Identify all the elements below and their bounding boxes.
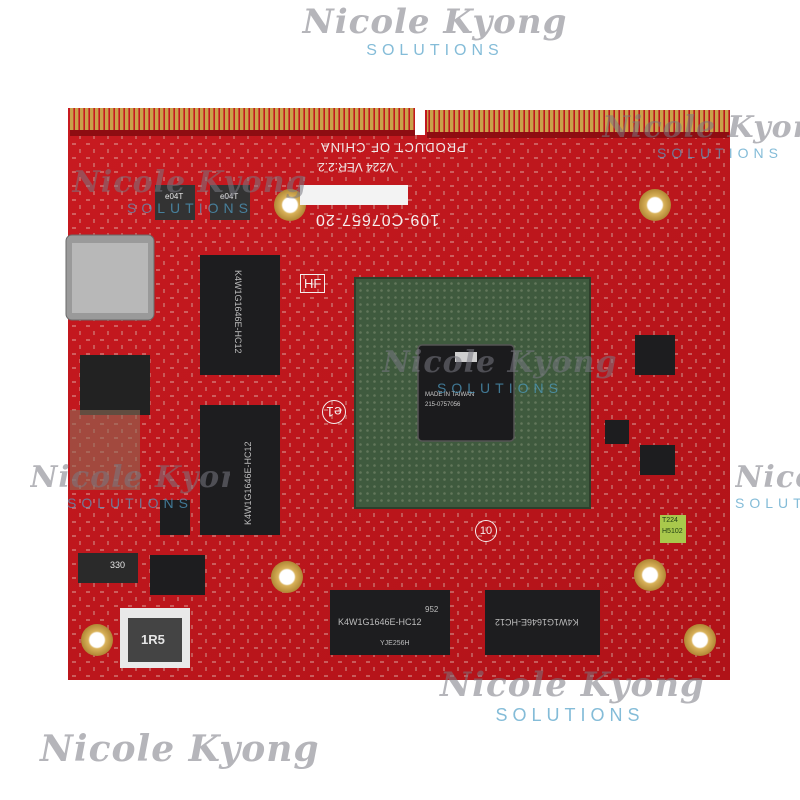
mounting-holes xyxy=(81,189,716,656)
edge-connector xyxy=(70,108,729,138)
power-components xyxy=(65,185,250,668)
hf-mark: HF xyxy=(300,274,326,293)
e1-mark: e1 xyxy=(322,400,346,424)
memory-chip-text-1: K4W1G1646E-HC12 xyxy=(338,617,422,627)
white-label xyxy=(300,185,408,205)
inductor-label: 1R5 xyxy=(141,632,165,647)
memory-chip-code: 952 xyxy=(425,605,439,614)
memory-chip-text-2: K4W1G1646E-HC12 xyxy=(495,617,579,627)
product-origin-text: PRODUCT OF CHINA xyxy=(320,140,466,155)
gpu-chip xyxy=(354,277,591,509)
cap-label-1: e04T xyxy=(165,192,184,201)
small-ics xyxy=(150,335,686,595)
green-label-1: T224 xyxy=(662,517,678,524)
memory-chip-text-3: K4W1G1646E-HC12 xyxy=(233,270,243,354)
memory-chip-lot: YJE256H xyxy=(380,640,410,647)
small-inductor-label: 330 xyxy=(110,560,126,570)
memory-chips xyxy=(200,255,600,655)
version-text: V224 VER:2.2 xyxy=(318,160,395,174)
green-label-2: H5102 xyxy=(662,528,683,535)
pb-mark: 10 xyxy=(475,520,497,542)
cap-label-2: e04T xyxy=(220,192,239,201)
memory-chip-text-4: K4W1G1646E-HC12 xyxy=(243,441,253,525)
gpu-model-text: 215-0757056 xyxy=(425,402,461,408)
part-number-text: 109-C07657-20 xyxy=(315,211,440,228)
gpu-origin-text: MADE IN TAIWAN xyxy=(425,392,475,398)
